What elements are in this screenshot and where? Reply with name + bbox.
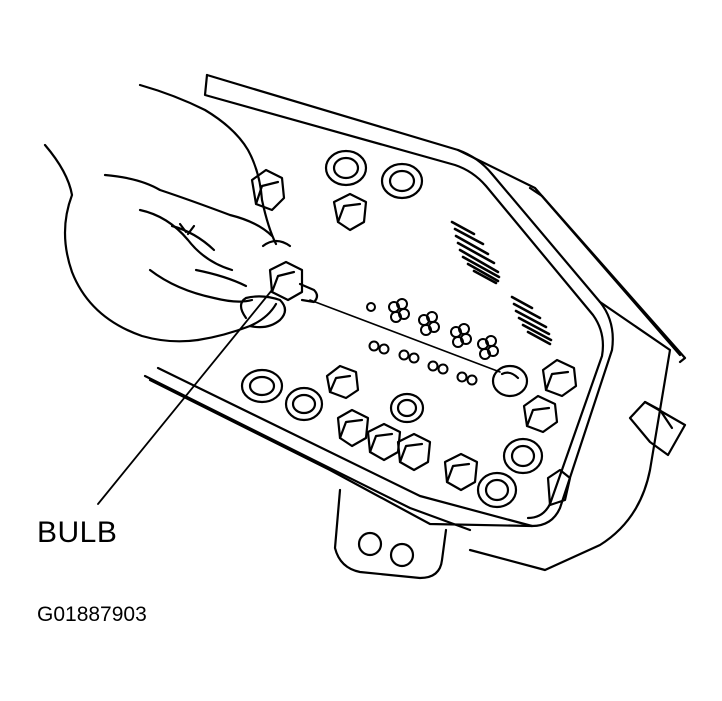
leader-line — [97, 289, 273, 505]
bulb-callout-label: BULB — [37, 516, 118, 549]
bracket-hole-right — [389, 542, 415, 568]
bulb-sockets-upper — [324, 149, 424, 200]
mounting-bracket — [333, 488, 448, 580]
bulb-sockets-lower — [240, 368, 544, 509]
bracket-hole-left — [357, 531, 383, 557]
bulb-holders-lower — [325, 358, 578, 492]
cluster-housing — [143, 73, 687, 572]
figure-id: G01887903 — [37, 603, 147, 626]
bulb-holders-upper — [250, 168, 368, 232]
indicator-marks — [450, 220, 553, 346]
bulb-socket-right — [491, 364, 529, 398]
hand — [43, 83, 292, 343]
bulb — [268, 260, 319, 304]
indicator-leds — [309, 298, 501, 386]
side-connector — [546, 400, 687, 507]
